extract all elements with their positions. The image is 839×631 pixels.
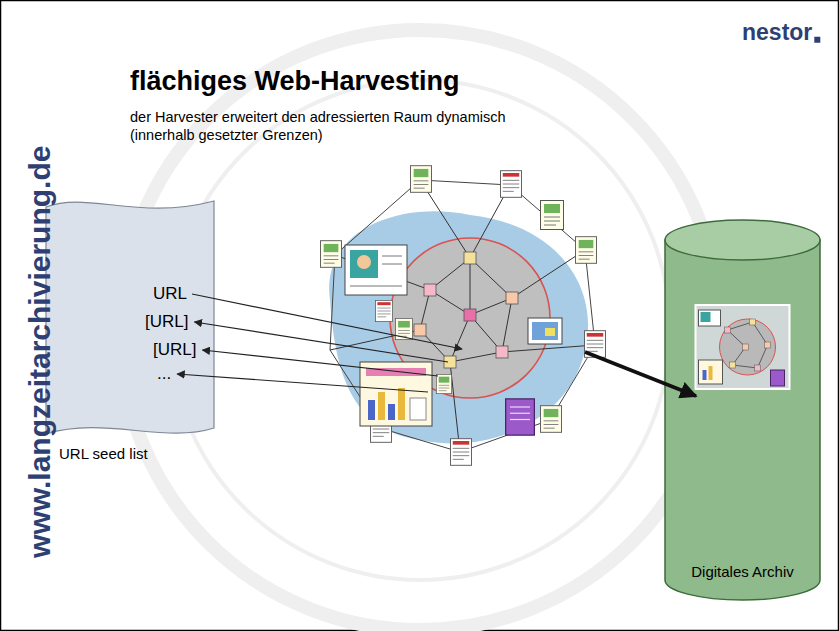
document-shape — [45, 195, 215, 440]
archive-cylinder: Digitales Archiv — [660, 210, 825, 605]
document-outline — [46, 201, 214, 434]
blue-blob — [329, 211, 588, 443]
web-pages — [320, 166, 605, 466]
small-pages — [376, 300, 452, 393]
url-entry: ... — [157, 363, 171, 385]
image-card — [528, 318, 562, 344]
cylinder-shape — [660, 210, 825, 605]
url-seed-list: URL [URL] [URL]... URL seed list — [45, 195, 215, 485]
harvest-arrow — [177, 374, 428, 392]
archive-label: Digitales Archiv — [691, 561, 794, 583]
url-entry: [URL] — [153, 339, 196, 361]
slide-title: flächiges Web-Harvesting — [130, 66, 460, 97]
archived-web-image — [696, 305, 790, 389]
subtitle: der Harvester erweitert den adressierten… — [130, 108, 570, 144]
harvest-arrow — [192, 294, 462, 349]
vertical-url: www.langzeitarchivierung.de — [21, 146, 59, 558]
photo-page — [345, 245, 407, 295]
url-entry: URL — [153, 283, 187, 305]
outer-ring — [330, 180, 595, 452]
harvest-arrow — [202, 350, 438, 376]
archive-arrow — [585, 352, 696, 396]
chart-page — [360, 362, 432, 426]
logo-square — [814, 37, 820, 43]
list-caption: URL seed list — [59, 443, 148, 465]
url-entry: [URL] — [145, 311, 188, 333]
network-nodes — [414, 252, 518, 368]
cylinder-body — [665, 240, 820, 600]
cylinder-top — [665, 220, 820, 260]
nestor-logo: nestor — [742, 18, 812, 47]
harvest-arrow — [194, 322, 448, 362]
inner-network — [330, 180, 595, 452]
